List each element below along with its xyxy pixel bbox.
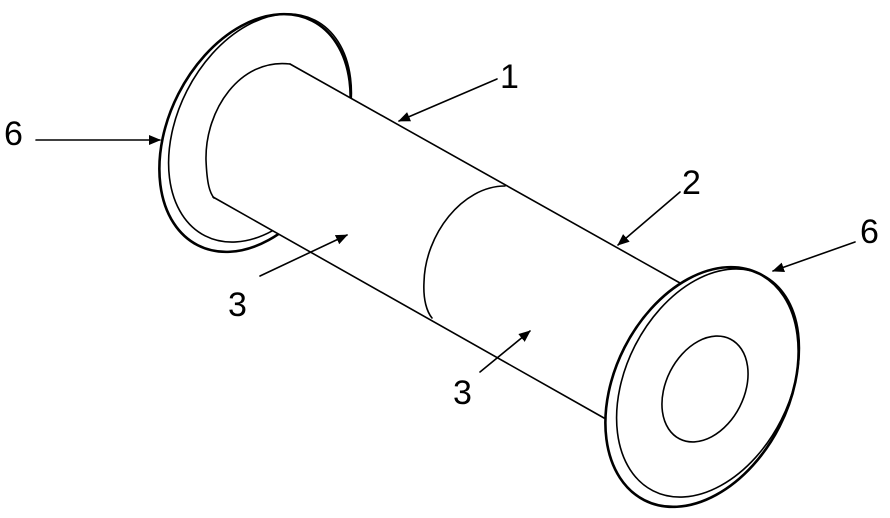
callout-label-2: 2: [682, 164, 701, 202]
arrow-3a: [259, 234, 348, 277]
arrow-1: [398, 78, 498, 122]
callout-label-6b: 6: [860, 213, 879, 251]
bore-hole: [661, 335, 749, 443]
cylinder-body: [202, 62, 681, 419]
callout-label-3b: 3: [453, 374, 472, 412]
arrow-3b: [479, 330, 531, 373]
leader-arrows: [35, 78, 856, 373]
arrow-2: [617, 191, 681, 246]
arrow-6b: [772, 241, 856, 273]
callout-labels: 1 2 3 3 6 6: [4, 58, 879, 412]
callout-label-3a: 3: [228, 286, 247, 324]
right-flange: [604, 265, 801, 509]
callout-label-1: 1: [500, 58, 519, 96]
sleeve-seam: [423, 185, 506, 319]
callout-label-6a: 6: [4, 115, 23, 153]
